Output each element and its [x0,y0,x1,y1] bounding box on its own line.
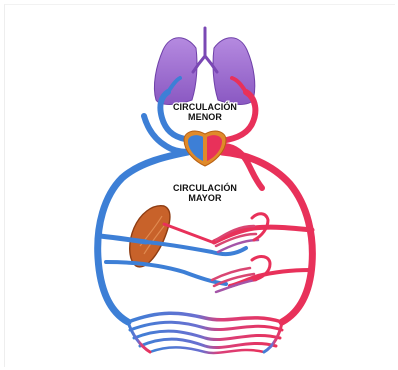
label-major-line-2: MAYOR [188,193,222,203]
heart [184,131,226,166]
liver-shape [130,206,170,267]
liver [130,206,170,267]
lower-capillary-bed [128,313,282,353]
label-minor-line-1: CIRCULACIÓN [173,101,237,112]
label-minor-line-2: MENOR [188,112,222,122]
left-lung [154,38,197,105]
label-major-line-1: CIRCULACIÓN [173,182,237,193]
